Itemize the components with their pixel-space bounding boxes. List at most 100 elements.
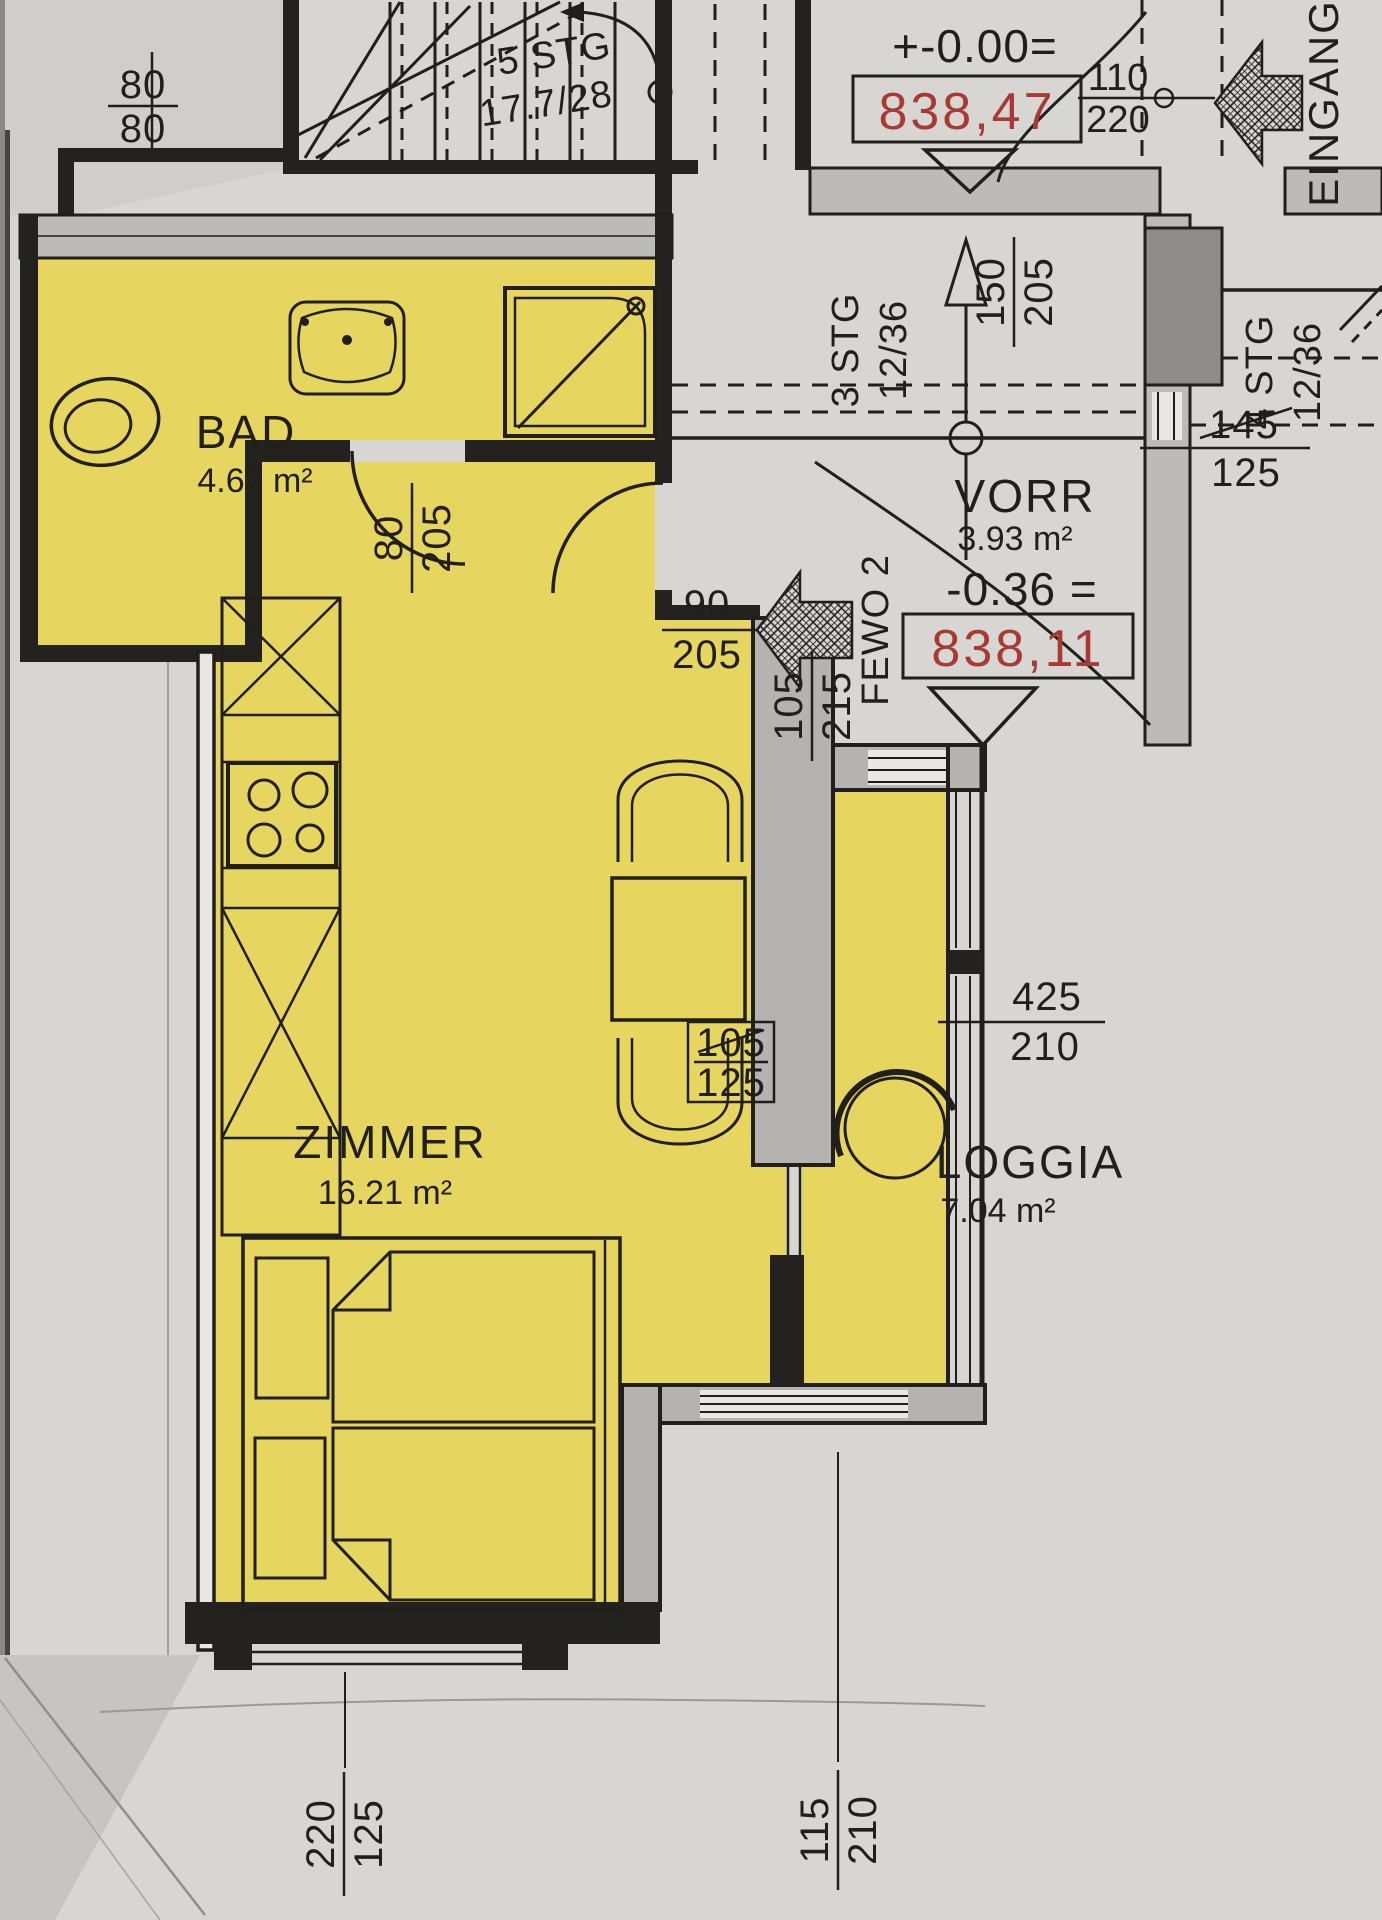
stair-labels: 5 STG 17.7/28 3 STG 12/36 4 STG 12/36 [477, 24, 1329, 429]
walls [18, 0, 1382, 1670]
room-area-loggia: 7.04 m² [940, 1192, 1055, 1230]
svg-text:105: 105 [767, 671, 811, 741]
room-label-loggia: LOGGIA [936, 1136, 1124, 1188]
svg-text:220: 220 [299, 1799, 343, 1869]
room-label-bad: BAD [196, 406, 297, 458]
chair-icon [616, 759, 744, 862]
highlighted-rooms [36, 258, 948, 1602]
overhead-dashes [713, 0, 1224, 168]
svg-text:145: 145 [1209, 403, 1279, 447]
dim-door-eingang: 110 220 [1078, 57, 1215, 141]
room-fill-zimmer [215, 462, 786, 1602]
dimension-labels: 80 80 110 220 80 205 90 205 150 205 [108, 52, 1310, 1896]
kitchen [220, 596, 342, 1237]
walk-line-vorr [943, 234, 989, 560]
break-line [1338, 284, 1382, 332]
wall-pillar-zimmer-loggia [751, 616, 835, 1167]
dim-circle [1153, 87, 1175, 109]
nightstand-icon [253, 1436, 327, 1580]
svg-text:150: 150 [969, 257, 1013, 327]
fold-line [0, 1699, 161, 1920]
svg-text:80: 80 [367, 515, 411, 562]
room-area-bad: 4.67 m² [197, 462, 312, 500]
wall-segment [283, 0, 299, 172]
stove-icon [226, 761, 338, 868]
door-arc-fewo [551, 481, 664, 594]
stair-upper-label: 4 STG 12/36 [1239, 315, 1329, 430]
eingang-label: EINGANG [1300, 0, 1347, 207]
svg-text:205: 205 [672, 633, 742, 677]
strike-mark [697, 1028, 765, 1054]
chair-icon [616, 1038, 744, 1146]
wall-bad-zimmer [245, 440, 262, 662]
svg-text:4 STG: 4 STG [1239, 315, 1281, 430]
wall-north [808, 166, 1162, 216]
dim-door-vorr: 150 205 [969, 237, 1061, 347]
svg-text:3 STG: 3 STG [825, 293, 867, 408]
toilet-icon [49, 376, 161, 468]
fewo-arrow-icon [755, 568, 854, 692]
level-vorr-label: -0.36 = [946, 563, 1098, 615]
wall-segment [795, 0, 811, 170]
svg-text:90: 90 [684, 583, 731, 627]
stair-vorr-label: 3 STG 12/36 [825, 293, 915, 408]
svg-text:80: 80 [120, 63, 167, 107]
dim-door-fewo: 90 205 [662, 583, 757, 677]
wall-segment [283, 160, 698, 174]
mattress-icon [331, 1426, 596, 1602]
wall-zimmer-east-lower [620, 1383, 662, 1612]
svg-text:80: 80 [120, 107, 167, 151]
room-fill-loggia [802, 790, 948, 1385]
stair-treads [303, 1, 617, 162]
window-end-block [522, 1644, 568, 1670]
mullion-block [948, 950, 982, 974]
room-labels: BAD 4.67 m² ZIMMER 16.21 m² VORR 3.93 m²… [196, 406, 1124, 1230]
level-triangle-icon [925, 686, 1041, 748]
svg-text:215: 215 [815, 671, 859, 741]
dim-window-loggia-east: 425 210 [938, 975, 1105, 1069]
room-label-zimmer: ZIMMER [293, 1116, 486, 1168]
wall-segment [655, 0, 672, 215]
wall-jog [655, 605, 760, 620]
svg-text:12/36: 12/36 [873, 300, 915, 400]
dim-door-loggia-south: 115 210 [793, 1770, 885, 1890]
window-end-block [214, 1644, 252, 1670]
wall-north-right [1283, 166, 1382, 216]
level-markers: +-0.00= 838,47 -0.36 = 838,11 [851, 20, 1135, 748]
room-area-zimmer: 16.21 m² [318, 1174, 452, 1212]
round-chair-icon [843, 1076, 947, 1180]
level-vorr-value: 838,11 [931, 620, 1104, 678]
svg-text:105: 105 [696, 1021, 766, 1065]
wall-zimmer-west [196, 650, 216, 1652]
svg-text:FEWO 2: FEWO 2 [855, 554, 897, 706]
wall-bad-south [20, 645, 262, 662]
level-vorr-box [901, 612, 1135, 680]
wall-bad-door-left [262, 440, 350, 462]
bad-fixtures [49, 286, 657, 468]
kitchen-counter [220, 596, 342, 1237]
walk-curve-lower [814, 460, 1152, 727]
sink-icon [288, 300, 406, 396]
paper-fold-bottom-left [0, 1655, 200, 1920]
svg-text:115: 115 [793, 1797, 837, 1864]
svg-text:125: 125 [696, 1061, 766, 1105]
staircase-right [1190, 284, 1382, 427]
dim-window-zimmer-loggia: 105 125 [686, 1020, 776, 1105]
room-area-vorr: 3.93 m² [957, 520, 1072, 558]
loggia-furniture [833, 1069, 957, 1180]
blanket-fold [333, 1252, 392, 1312]
eingang-arrow-icon [1213, 38, 1304, 168]
dim-box [686, 1020, 776, 1104]
paper-edge-left-thin [0, 0, 5, 1920]
mattress-icon [331, 1250, 596, 1424]
svg-text:220: 220 [1086, 99, 1149, 141]
svg-text:210: 210 [841, 1795, 885, 1865]
table-icon [610, 876, 747, 1022]
fold-line [4, 1657, 206, 1916]
svg-text:110: 110 [1088, 57, 1149, 99]
toilet-bowl-icon [63, 398, 133, 454]
chair-inner [630, 773, 730, 862]
dim-door-loggia: 105 215 [767, 651, 859, 761]
entrance-markers: EINGANG FEWO 2 [755, 0, 1347, 706]
